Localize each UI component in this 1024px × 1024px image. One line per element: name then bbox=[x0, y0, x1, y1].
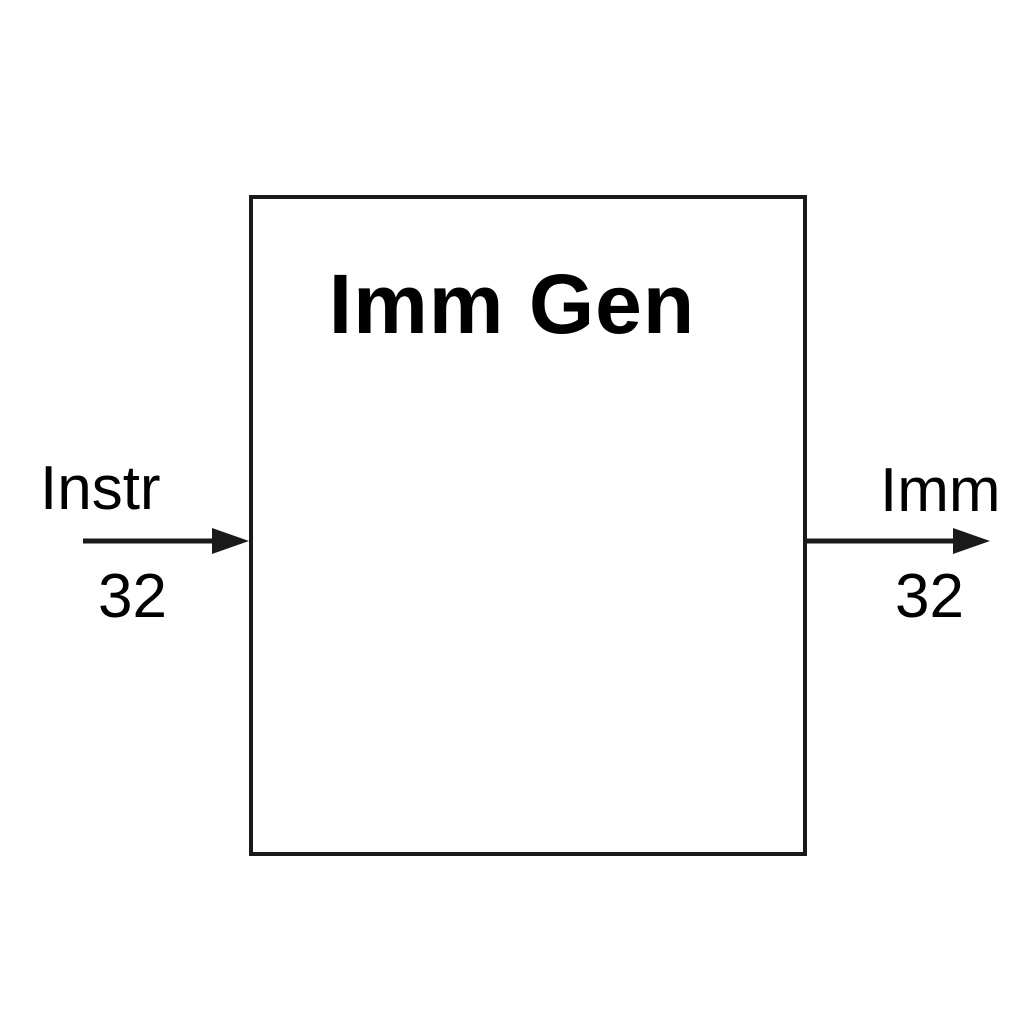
output-bit-width: 32 bbox=[895, 562, 964, 631]
output-signal-name: Imm bbox=[880, 456, 1001, 525]
imm-gen-block bbox=[249, 195, 807, 856]
input-bit-width: 32 bbox=[98, 562, 167, 631]
input-signal-name: Instr bbox=[40, 454, 161, 523]
input-arrowhead bbox=[212, 528, 249, 554]
output-arrowhead bbox=[953, 528, 990, 554]
block-title: Imm Gen bbox=[328, 257, 696, 351]
